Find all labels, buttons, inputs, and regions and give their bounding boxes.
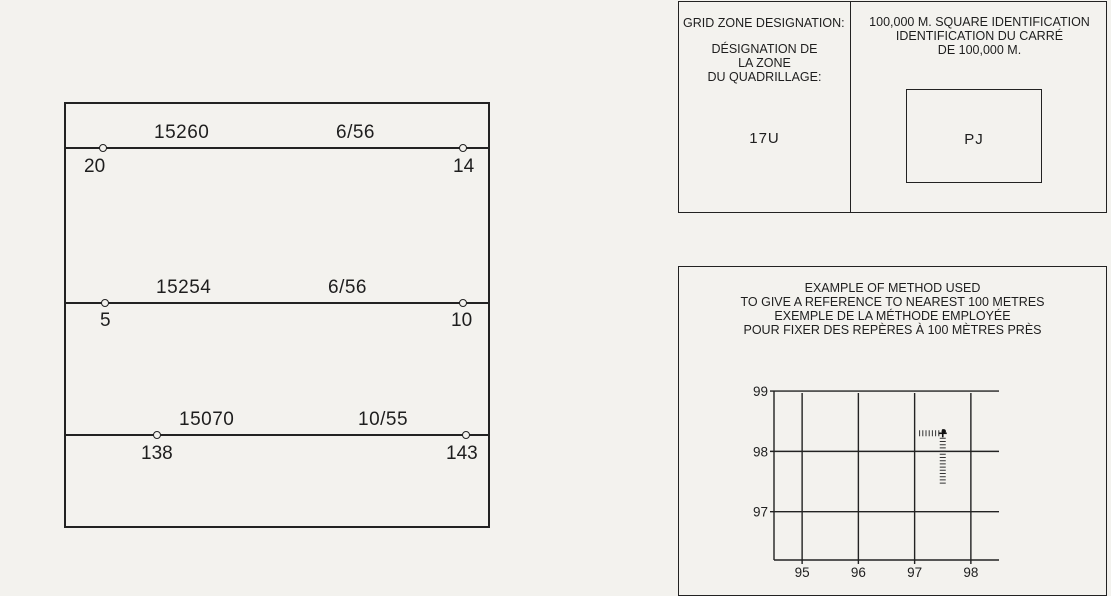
x-tick-label: 98 [963,565,978,580]
y-tick-label: 97 [753,505,768,520]
stop-label: 10 [451,310,473,331]
stop-marker [459,144,467,152]
route-date: 6/56 [328,277,367,298]
stop-label: 20 [84,156,106,177]
y-tick-label: 98 [753,444,768,459]
x-tick-label: 95 [795,565,810,580]
route-date: 6/56 [336,122,375,143]
square-label-en: 100,000 M. SQUARE IDENTIFICATION [869,15,1090,29]
example-title-line: POUR FIXER DES REPÈRES À 100 MÈTRES PRÈS [743,323,1042,337]
y-tick-label: 99 [753,384,768,399]
square-identification-label: 100,000 M. SQUARE IDENTIFICATION IDENTIF… [851,15,1108,57]
example-title-line: EXEMPLE DE LA MÉTHODE EMPLOYÉE [774,309,1011,323]
route-number: 15070 [179,409,235,430]
stop-label: 5 [100,310,111,331]
divider [850,2,851,212]
square-frame: PJ [906,89,1042,183]
grid-zone-value: 17U [749,130,780,147]
stop-marker [459,299,467,307]
x-tick-label: 96 [851,565,866,580]
route-number: 15254 [156,277,212,298]
grid-zone-label-fr-line: DÉSIGNATION DE [711,42,818,56]
grid-info-box: GRID ZONE DESIGNATION: DÉSIGNATION DE LA… [678,1,1107,213]
stop-label: 138 [141,443,173,464]
stop-marker [101,299,109,307]
stop-label: 143 [446,443,478,464]
northing-scale [939,437,946,484]
x-tick-label: 97 [907,565,922,580]
example-title-line: TO GIVE A REFERENCE TO NEAREST 100 METRE… [740,295,1045,309]
route-line [66,147,488,149]
stop-marker [462,431,470,439]
grid-zone-label-fr-line: DU QUADRILLAGE: [707,70,822,84]
route-number: 15260 [154,122,210,143]
example-title: EXAMPLE OF METHOD USED TO GIVE A REFEREN… [679,281,1106,337]
route-date: 10/55 [358,409,409,430]
easting-scale [919,430,940,437]
route-line [66,302,488,304]
grid-zone-label-en: GRID ZONE DESIGNATION: [683,16,845,30]
stop-label: 14 [453,156,475,177]
reference-grid-diagram: 95 96 97 98 99 98 97 [753,384,999,580]
square-label-fr-line: IDENTIFICATION DU CARRÉ [895,29,1064,43]
route-panel: 15260 6/56 20 14 15254 6/56 5 10 15070 1… [64,102,490,528]
example-title-line: EXAMPLE OF METHOD USED [804,281,981,295]
grid-zone-label-fr-line: LA ZONE [738,56,791,70]
grid-zone-label-fr: DÉSIGNATION DE LA ZONE DU QUADRILLAGE: [679,42,850,84]
reference-point [941,429,946,434]
route-line [66,434,488,436]
example-box: EXAMPLE OF METHOD USED TO GIVE A REFEREN… [678,266,1107,596]
stop-marker [99,144,107,152]
stop-marker [153,431,161,439]
square-value: PJ [964,131,984,148]
square-label-fr-line: DE 100,000 M. [937,43,1022,57]
